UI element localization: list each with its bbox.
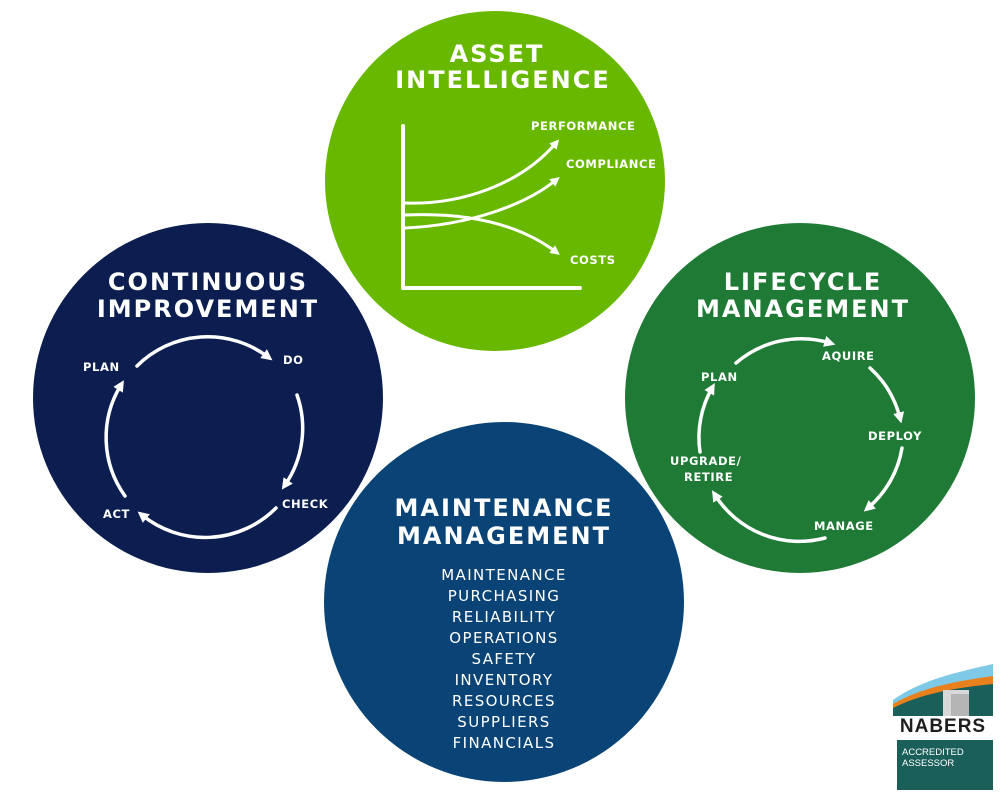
maintenance-item-maintenance: MAINTENANCE bbox=[441, 566, 567, 584]
lifecycle-step-retire: RETIRE bbox=[684, 470, 733, 484]
maintenance-item-financials: FINANCIALS bbox=[453, 734, 556, 752]
costs-trend-line bbox=[403, 213, 560, 255]
ci-step-plan: PLAN bbox=[83, 360, 120, 374]
lifecycle-step-deploy: DEPLOY bbox=[868, 429, 922, 443]
nabers-landscape-icon bbox=[893, 664, 993, 716]
lifecycle-step-upgrade: UPGRADE/ bbox=[670, 454, 742, 468]
lifecycle-arrow-deploy-to-manage bbox=[863, 446, 904, 512]
compliance-label: COMPLIANCE bbox=[566, 157, 657, 171]
badge-line-accredited: ACCREDITED bbox=[902, 747, 964, 758]
continuous-improvement-title-line1: CONTINUOUS bbox=[108, 268, 308, 296]
maintenance-item-reliability: RELIABILITY bbox=[452, 608, 556, 626]
cycle-arrow-plan-to-do bbox=[135, 335, 273, 368]
lifecycle-step-aquire: AQUIRE bbox=[822, 349, 875, 363]
asset-intelligence-circle: ASSET INTELLIGENCE PERFORMANCE COMPLIANC… bbox=[325, 11, 665, 351]
maintenance-management-circle: MAINTENANCE MANAGEMENT MAINTENANCE PURCH… bbox=[324, 422, 684, 782]
performance-trend-line bbox=[403, 139, 560, 205]
maintenance-item-resources: RESOURCES bbox=[452, 692, 556, 710]
lifecycle-management-circle: LIFECYCLE MANAGEMENT PLAN AQUIRE DEPLOY … bbox=[625, 223, 975, 573]
nabers-wordmark: NABERS bbox=[899, 716, 987, 737]
maintenance-title-line1: MAINTENANCE bbox=[395, 494, 614, 522]
maintenance-item-safety: SAFETY bbox=[472, 650, 537, 668]
lifecycle-step-manage: MANAGE bbox=[814, 519, 874, 533]
nabers-logo: NABERS ACCREDITED ASSESSOR bbox=[893, 660, 993, 792]
maintenance-item-suppliers: SUPPLIERS bbox=[457, 713, 550, 731]
lifecycle-arrow-upgrade-to-plan bbox=[697, 383, 715, 454]
cycle-arrow-do-to-check bbox=[281, 393, 305, 490]
maintenance-item-purchasing: PURCHASING bbox=[448, 587, 561, 605]
lifecycle-arrow-plan-to-aquire bbox=[734, 336, 836, 365]
cycle-arrow-check-to-act bbox=[137, 506, 278, 540]
lifecycle-arrow-manage-to-upgrade bbox=[711, 490, 827, 544]
asset-intelligence-title-line2: INTELLIGENCE bbox=[395, 66, 610, 94]
lifecycle-title-line1: LIFECYCLE bbox=[724, 268, 882, 296]
maintenance-item-operations: OPERATIONS bbox=[449, 629, 558, 647]
ci-step-do: DO bbox=[283, 353, 304, 367]
lifecycle-step-plan: PLAN bbox=[701, 370, 738, 384]
compliance-trend-line bbox=[403, 176, 560, 230]
accredited-assessor-badge: ACCREDITED ASSESSOR bbox=[897, 740, 993, 790]
costs-label: COSTS bbox=[570, 253, 616, 267]
continuous-improvement-title-line2: IMPROVEMENT bbox=[97, 295, 319, 323]
asset-intelligence-title-line1: ASSET bbox=[450, 40, 545, 68]
chart-axes bbox=[401, 124, 582, 290]
maintenance-item-inventory: INVENTORY bbox=[455, 671, 554, 689]
lifecycle-title-line2: MANAGEMENT bbox=[696, 295, 910, 323]
badge-line-assessor: ASSESSOR bbox=[902, 758, 955, 769]
performance-label: PERFORMANCE bbox=[531, 119, 636, 133]
lifecycle-arrow-aquire-to-deploy bbox=[868, 366, 905, 424]
cycle-arrow-act-to-plan bbox=[104, 380, 127, 498]
ci-step-act: ACT bbox=[103, 507, 130, 521]
maintenance-title-line2: MANAGEMENT bbox=[397, 522, 611, 550]
continuous-improvement-circle: CONTINUOUS IMPROVEMENT PLAN DO CHECK ACT bbox=[33, 223, 383, 573]
ci-step-check: CHECK bbox=[282, 497, 329, 511]
